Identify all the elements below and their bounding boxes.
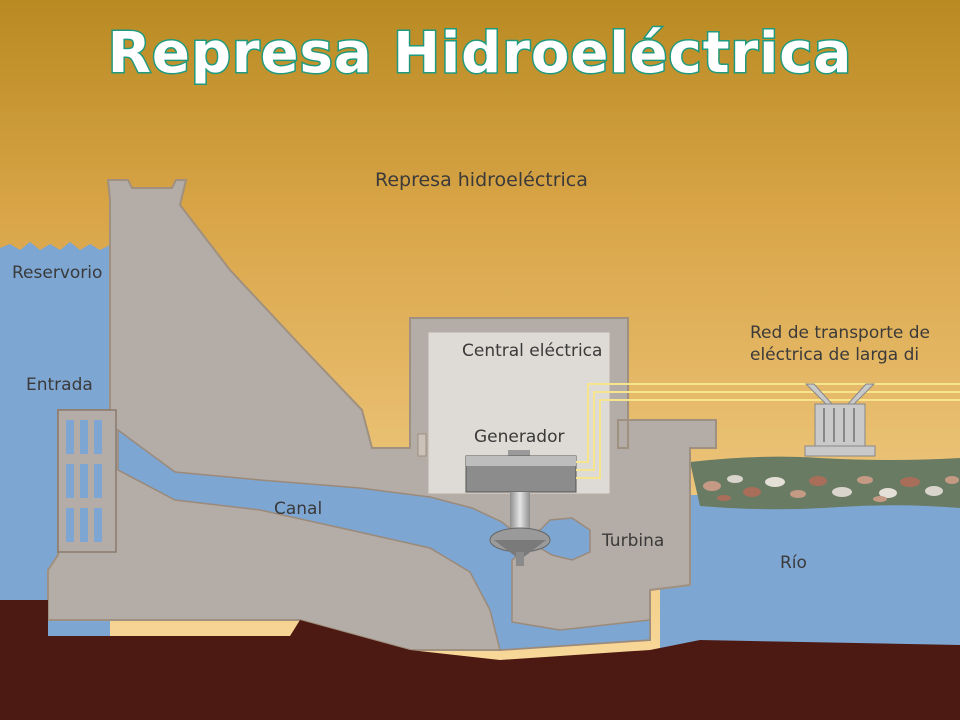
label-reservoir: Reservorio xyxy=(12,263,102,283)
label-river: Río xyxy=(780,553,807,573)
label-powerhouse: Central eléctrica xyxy=(462,341,602,361)
turbine xyxy=(489,527,551,566)
powerhouse-window xyxy=(417,433,427,457)
ground xyxy=(0,600,960,720)
label-intake: Entrada xyxy=(26,375,93,395)
label-grid-line1: Red de transporte de xyxy=(750,323,930,343)
pebbles xyxy=(703,475,959,502)
transformer xyxy=(804,383,876,457)
label-penstock: Canal xyxy=(274,499,322,519)
generator xyxy=(465,450,577,532)
intake-grille xyxy=(57,409,117,553)
label-generator: Generador xyxy=(474,427,564,447)
label-turbine: Turbina xyxy=(601,531,664,551)
power-lines xyxy=(576,383,960,479)
label-subtitle: Represa hidroeléctrica xyxy=(375,169,588,191)
label-grid-line2: eléctrica de larga di xyxy=(750,345,919,365)
page-title: Represa Hidroeléctrica xyxy=(108,21,853,86)
